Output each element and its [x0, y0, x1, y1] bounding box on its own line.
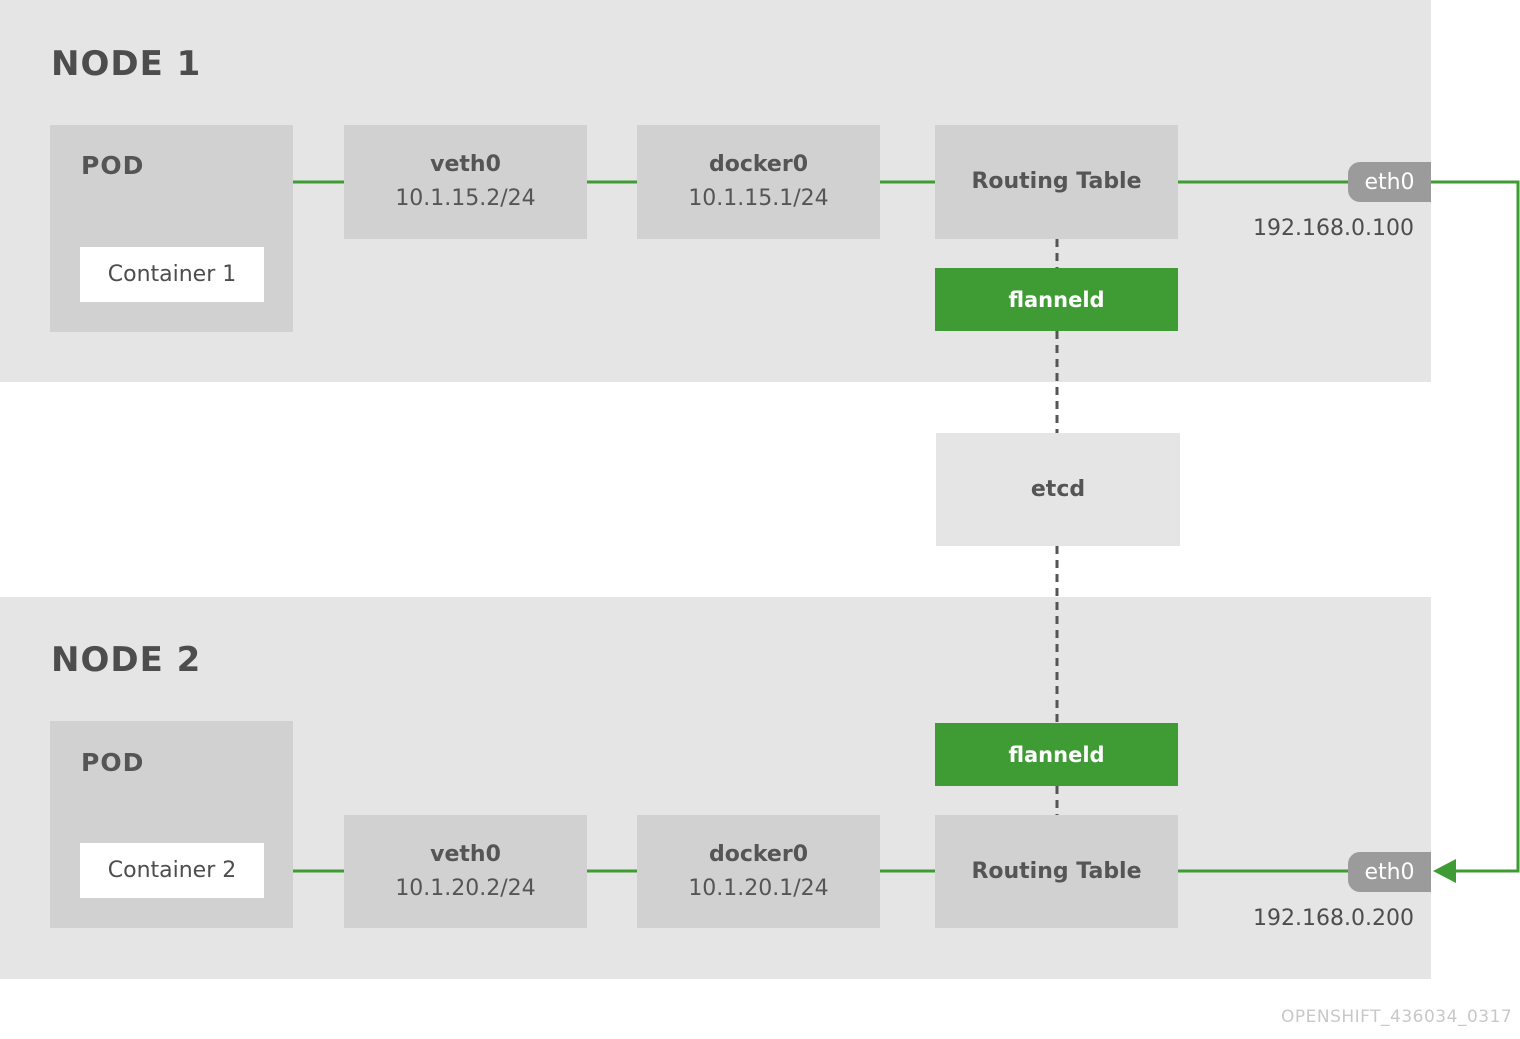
overlay-path-arrowhead	[1433, 859, 1456, 883]
node2-eth0-ip: 192.168.0.200	[1253, 906, 1414, 931]
node2-veth-box: veth0 10.1.20.2/24	[344, 815, 587, 928]
node1-docker-name: docker0	[708, 152, 809, 177]
node1-eth0-tag: eth0	[1348, 162, 1431, 202]
node1-container: Container 1	[80, 247, 264, 302]
node1-veth-box: veth0 10.1.15.2/24	[344, 125, 587, 239]
node2-container: Container 2	[80, 843, 264, 898]
node2-routing-label: Routing Table	[971, 858, 1142, 884]
node2-title: NODE 2	[51, 640, 202, 680]
diagram-id-watermark: OPENSHIFT_436034_0317	[1281, 1007, 1513, 1027]
overlay-path-eth0-to-eth0	[1430, 180, 1520, 873]
node1-veth-ip: 10.1.15.2/24	[395, 186, 536, 211]
node2-docker-name: docker0	[708, 841, 809, 867]
node2-flanneld: flanneld	[935, 723, 1178, 786]
node2-eth0-tag: eth0	[1348, 852, 1431, 892]
node1-docker-ip: 10.1.15.1/24	[688, 186, 829, 211]
node1-eth0-ip: 192.168.0.100	[1253, 216, 1414, 241]
node2-docker-box: docker0 10.1.20.1/24	[637, 815, 880, 928]
node1-routing-table: Routing Table	[935, 125, 1178, 239]
etcd-box: etcd	[936, 433, 1180, 546]
node2-pod-title: POD	[81, 748, 145, 777]
node1-docker-box: docker0 10.1.15.1/24	[637, 125, 880, 239]
node2-veth-ip: 10.1.20.2/24	[395, 875, 536, 901]
node2-veth-name: veth0	[430, 841, 501, 867]
node1-title: NODE 1	[51, 44, 202, 84]
node1-flanneld: flanneld	[935, 268, 1178, 331]
node1-pod-title: POD	[81, 151, 145, 180]
node2-docker-ip: 10.1.20.1/24	[688, 875, 829, 901]
node2-routing-table: Routing Table	[935, 815, 1178, 928]
node1-veth-name: veth0	[430, 152, 501, 177]
node1-routing-label: Routing Table	[971, 169, 1142, 194]
